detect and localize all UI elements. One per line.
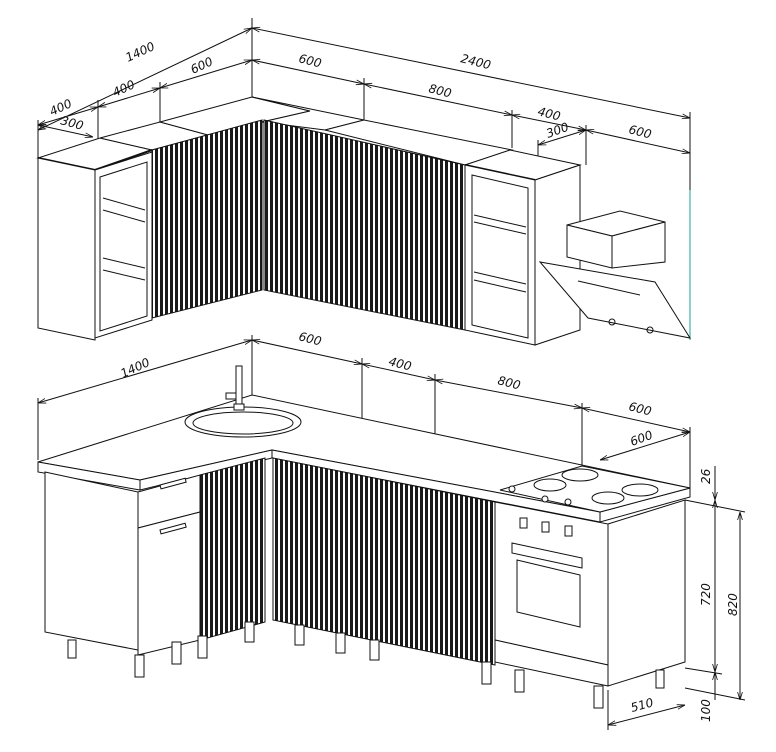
lower-cabinets xyxy=(37,365,691,709)
dim-upper-left-corner: 600 xyxy=(188,54,215,77)
lower-dimension-lines xyxy=(38,335,746,730)
oven xyxy=(494,501,609,666)
range-hood xyxy=(538,210,692,339)
dim-total-height: 820 xyxy=(726,593,740,616)
dim-upper-hood: 600 xyxy=(627,122,653,141)
dim-legs: 100 xyxy=(699,699,713,722)
dim-upper-right-depth: 300 xyxy=(544,120,571,141)
dim-upper-right-cab: 400 xyxy=(536,104,562,123)
faucet xyxy=(225,365,245,411)
upper-dimension-lines xyxy=(38,18,690,340)
dim-lower-middle: 800 xyxy=(496,373,522,392)
dim-upper-right-corner: 600 xyxy=(297,51,323,70)
dim-cabinet-height: 720 xyxy=(699,583,713,606)
dim-upper-total-right: 2400 xyxy=(459,51,492,72)
dim-lower-segment: 400 xyxy=(387,354,413,373)
legs xyxy=(67,621,665,709)
dim-countertop: 26 xyxy=(699,468,713,484)
lower-right-fluted-door xyxy=(272,457,496,666)
dim-lower-stove-width: 600 xyxy=(627,399,653,418)
upper-left-fluted-door xyxy=(151,119,263,319)
dim-upper-left-depth-inner: 300 xyxy=(59,113,85,133)
dim-depth: 510 xyxy=(629,695,655,715)
upper-cabinets xyxy=(36,96,692,346)
lower-left-fluted-door xyxy=(199,457,266,641)
dim-upper-right-middle: 800 xyxy=(427,81,453,100)
gas-hob xyxy=(499,465,691,513)
dim-lower-stove-depth: 600 xyxy=(628,428,655,449)
dim-upper-total-left: 1400 xyxy=(123,39,157,65)
dim-lower-total-left: 1400 xyxy=(118,355,152,381)
dim-lower-corner: 600 xyxy=(297,329,323,348)
